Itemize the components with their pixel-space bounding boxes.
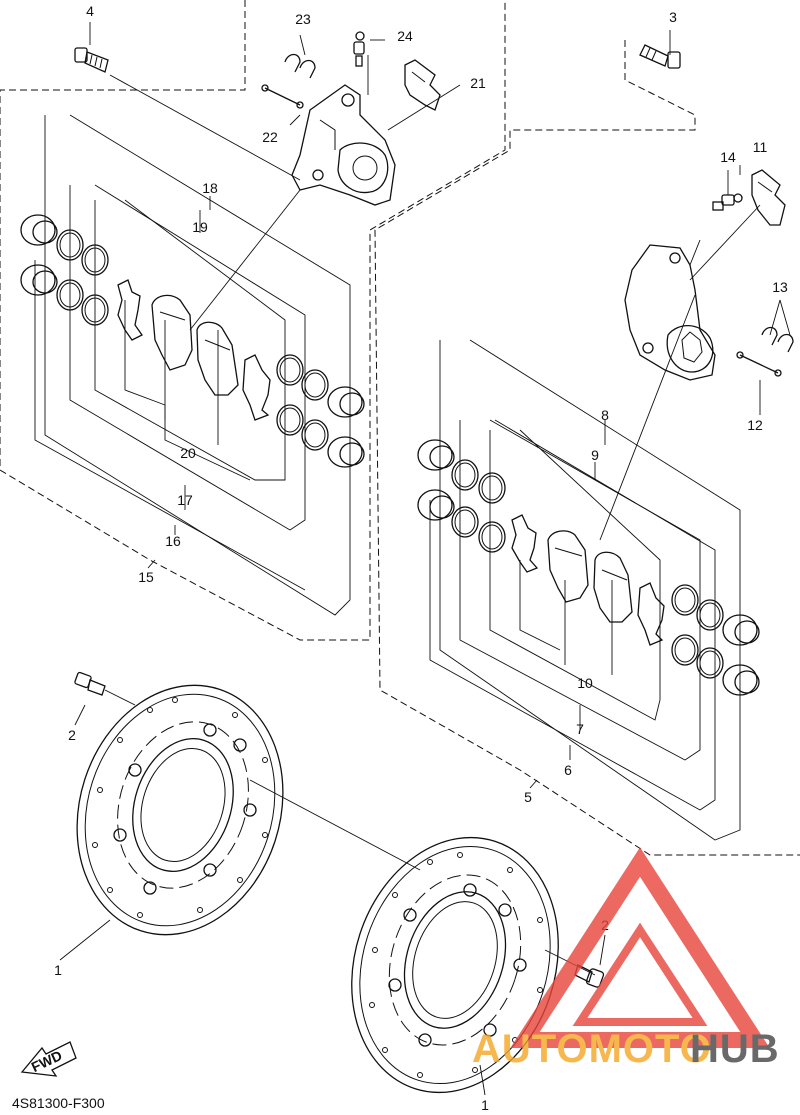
callout-12: 12 xyxy=(747,417,763,433)
automotohub-logo-icon xyxy=(510,847,770,1048)
callout-7: 7 xyxy=(576,721,584,737)
left-pad-spring xyxy=(404,59,441,111)
right-seals-outer xyxy=(451,459,506,553)
callout-23: 23 xyxy=(295,11,311,27)
callout-22: 22 xyxy=(262,129,278,145)
right-group-brackets xyxy=(429,339,741,841)
callout-17: 17 xyxy=(177,492,193,508)
fwd-label: FWD xyxy=(29,1047,65,1075)
watermark-word-automoto: AUTOMOTO xyxy=(472,1027,712,1071)
callout-4: 4 xyxy=(86,3,94,19)
callout-19: 19 xyxy=(192,219,208,235)
right-bleed-screw xyxy=(712,193,743,211)
part-code-label: 4S81300-F300 xyxy=(12,1095,105,1111)
left-pistons-outer xyxy=(20,214,58,296)
callout-1-right: 1 xyxy=(481,1097,489,1113)
left-caliper-group-boundary xyxy=(0,0,506,641)
brake-disc-right xyxy=(351,836,559,1094)
right-brake-pads xyxy=(547,530,633,623)
right-seals-inner xyxy=(671,584,724,679)
left-caliper-bolt xyxy=(74,47,109,73)
pointer-lines xyxy=(59,22,791,1096)
callout-9: 9 xyxy=(591,447,599,463)
left-caliper-body xyxy=(291,84,396,206)
callout-11: 11 xyxy=(753,139,768,155)
right-pistons-outer xyxy=(417,439,455,521)
callout-5: 5 xyxy=(524,789,532,805)
left-seals-outer xyxy=(56,229,109,326)
callout-1-left: 1 xyxy=(54,962,62,978)
left-pad-shim xyxy=(117,279,143,341)
right-pad-shim-inner xyxy=(637,582,665,646)
callout-13: 13 xyxy=(772,279,788,295)
left-brake-pads xyxy=(151,294,239,396)
callout-16: 16 xyxy=(165,533,181,549)
left-caliper-pin xyxy=(261,84,304,109)
callout-14: 14 xyxy=(720,149,736,165)
left-seals-inner xyxy=(276,354,329,451)
disc-bolt-left xyxy=(74,671,106,696)
callout-6: 6 xyxy=(564,762,572,778)
left-pistons-inner xyxy=(327,386,365,468)
callout-10: 10 xyxy=(577,675,593,691)
callout-20: 20 xyxy=(180,445,196,461)
right-caliper-clips xyxy=(761,326,794,353)
right-caliper-group-boundary xyxy=(374,40,800,856)
callout-8: 8 xyxy=(601,407,609,423)
callout-18: 18 xyxy=(202,180,218,196)
callout-21: 21 xyxy=(470,75,486,91)
brake-disc-left xyxy=(76,684,284,936)
left-caliper-clips xyxy=(284,53,316,79)
right-caliper-pin xyxy=(736,351,782,377)
right-caliper-body xyxy=(624,244,716,381)
watermark-word-hub: HUB xyxy=(690,1027,780,1071)
right-pad-shim xyxy=(511,514,539,573)
callout-labels: 4 23 24 21 22 18 19 20 17 16 15 3 11 14 … xyxy=(54,3,788,1113)
right-pad-spring xyxy=(751,169,786,226)
right-pistons-inner xyxy=(722,614,760,696)
automotohub-watermark: AUTOMOTO HUB xyxy=(472,847,780,1071)
callout-2-left: 2 xyxy=(68,727,76,743)
callout-3: 3 xyxy=(669,9,677,25)
callout-15: 15 xyxy=(138,569,154,585)
fwd-arrow-icon: FWD xyxy=(20,1041,77,1077)
left-bleed-screw xyxy=(353,31,365,67)
left-pad-shim-inner xyxy=(242,354,271,421)
right-caliper-bolt xyxy=(639,44,681,69)
callout-24: 24 xyxy=(397,28,413,44)
